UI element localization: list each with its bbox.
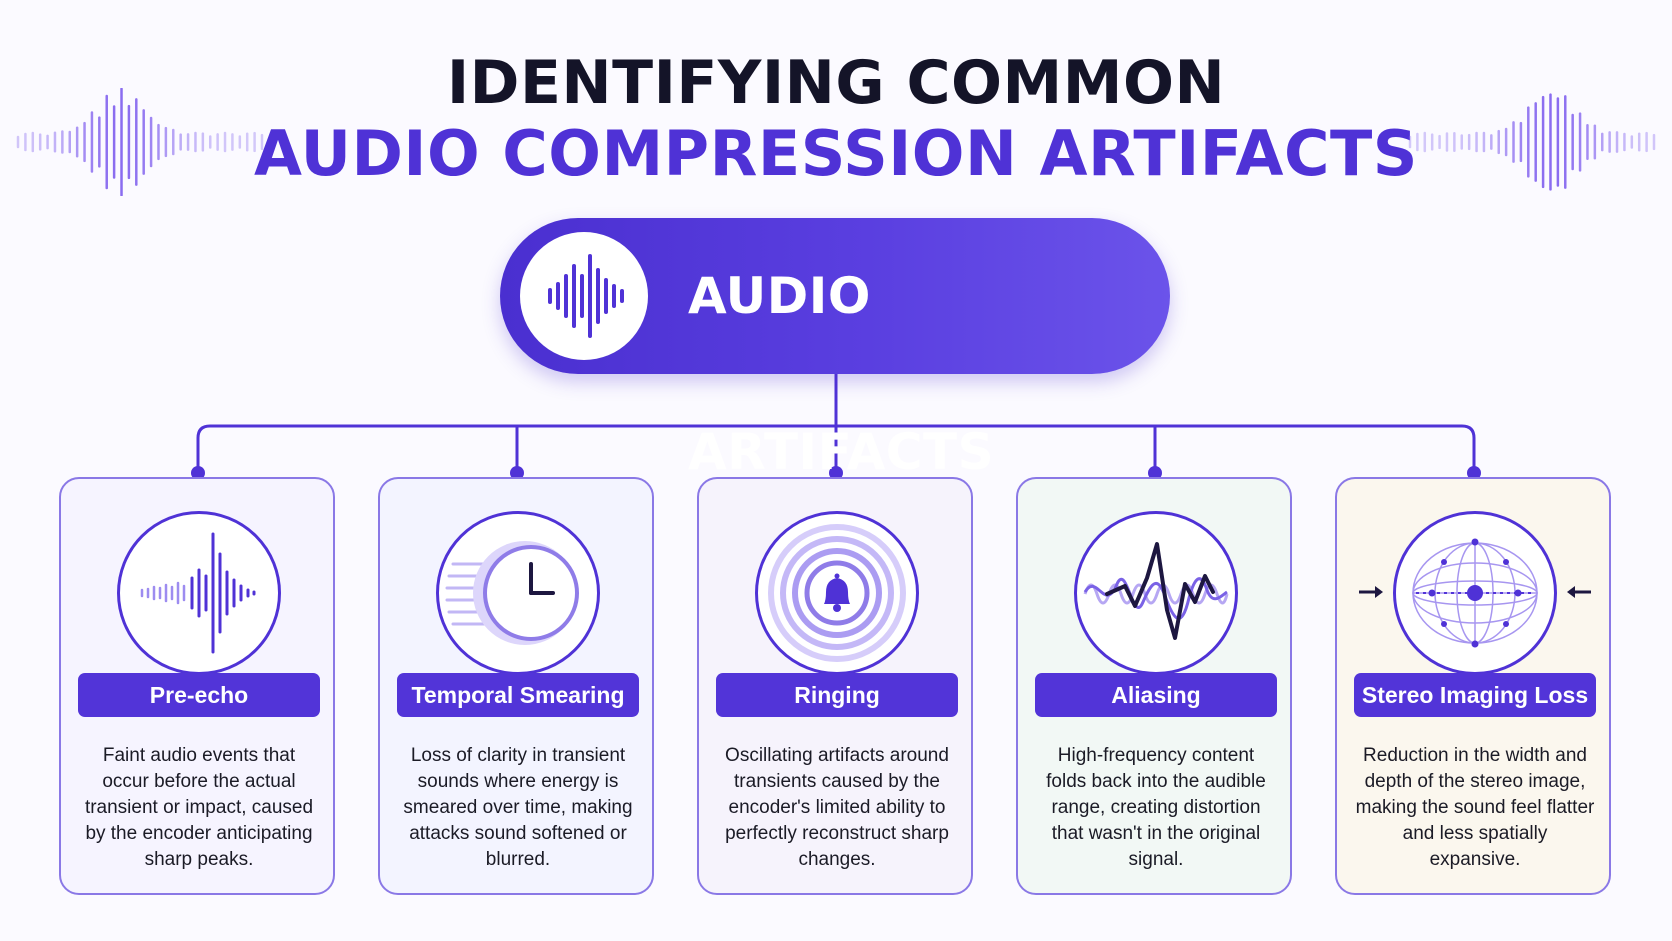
arrow-right-icon bbox=[1359, 586, 1383, 598]
clock-motion-icon bbox=[436, 511, 600, 675]
waveform-icon bbox=[520, 232, 648, 360]
card-temporal-smearing: Temporal Smearing Loss of clarity in tra… bbox=[378, 477, 654, 895]
card-label: Aliasing bbox=[1035, 673, 1277, 717]
title-line-2: Audio Compression Artifacts bbox=[254, 117, 1418, 190]
card-stereo-imaging-loss: Stereo Imaging Loss Reduction in the wid… bbox=[1335, 477, 1611, 895]
arrow-left-icon bbox=[1567, 586, 1591, 598]
stereo-sphere-icon bbox=[1393, 511, 1557, 675]
hub-label: Audio Artifacts bbox=[688, 267, 995, 481]
card-description: Reduction in the width and depth of the … bbox=[1355, 745, 1595, 870]
card-pre-echo: Pre-echo Faint audio events that occur b… bbox=[59, 477, 335, 895]
audio-artifacts-hub: Audio Artifacts bbox=[500, 218, 1170, 481]
pre-echo-waveform-icon bbox=[117, 511, 281, 675]
card-aliasing: Aliasing High-frequency content folds ba… bbox=[1016, 477, 1292, 895]
aliased-wave-icon bbox=[1074, 511, 1238, 675]
card-description: High-frequency content folds back into t… bbox=[1046, 745, 1266, 870]
card-description: Faint audio events that occur before the… bbox=[84, 745, 314, 870]
card-ringing: Ringing Oscillating artifacts around tra… bbox=[697, 477, 973, 895]
card-label: Ringing bbox=[716, 673, 958, 717]
left-waveform-icon bbox=[16, 88, 264, 196]
right-waveform-icon bbox=[1408, 93, 1656, 191]
card-description: Loss of clarity in transient sounds wher… bbox=[403, 745, 633, 870]
card-description: Oscillating artifacts around transients … bbox=[725, 745, 949, 870]
bell-rings-icon bbox=[755, 511, 919, 675]
card-label: Stereo Imaging Loss bbox=[1354, 673, 1596, 717]
card-label: Temporal Smearing bbox=[397, 673, 639, 717]
card-label: Pre-echo bbox=[78, 673, 320, 717]
title-line-1: Identifying Common bbox=[446, 48, 1226, 118]
